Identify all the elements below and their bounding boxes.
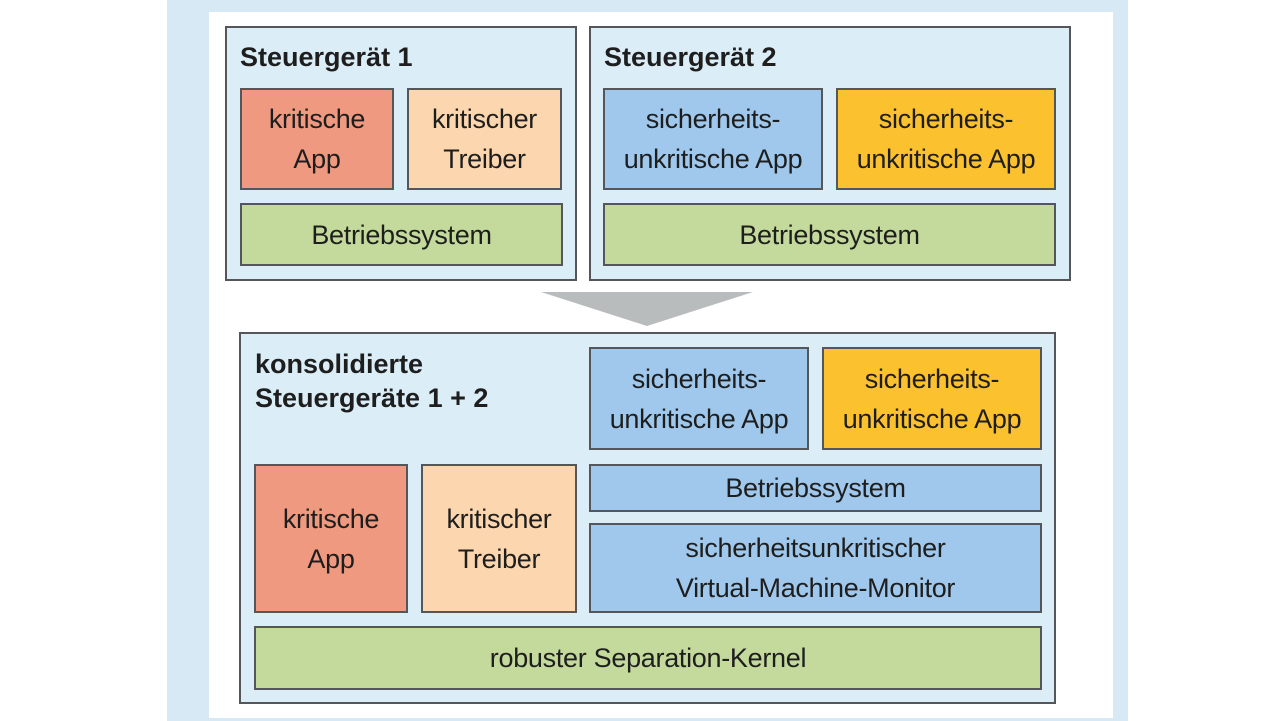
ecu1-critical-driver: kritischer Treiber <box>407 88 562 190</box>
ecu1-title: Steuergerät 1 <box>240 42 413 72</box>
consolidated-critical-driver: kritischer Treiber <box>421 464 577 613</box>
separation-kernel: robuster Separation-Kernel <box>254 626 1042 690</box>
consolidation-arrow <box>541 292 753 326</box>
consolidated-title: konsolidierte Steuergeräte 1 + 2 <box>255 349 489 413</box>
ecu1-critical-app: kritische App <box>240 88 394 190</box>
arrow-down-icon <box>541 292 753 326</box>
ecu2-operating-system: Betriebssystem <box>603 203 1056 266</box>
consolidated-vmm: sicherheitsunkritischer Virtual-Machine-… <box>589 523 1042 613</box>
ecu2-title: Steuergerät 2 <box>604 42 777 72</box>
consolidated-critical-app: kritische App <box>254 464 408 613</box>
ecu2-noncritical-app-yellow: sicherheits- unkritische App <box>836 88 1056 190</box>
consolidated-noncritical-app-yellow: sicherheits- unkritische App <box>822 347 1042 450</box>
consolidated-noncritical-app-blue: sicherheits- unkritische App <box>589 347 809 450</box>
ecu1-operating-system: Betriebssystem <box>240 203 563 266</box>
ecu2-noncritical-app-blue: sicherheits- unkritische App <box>603 88 823 190</box>
consolidated-operating-system: Betriebssystem <box>589 464 1042 512</box>
